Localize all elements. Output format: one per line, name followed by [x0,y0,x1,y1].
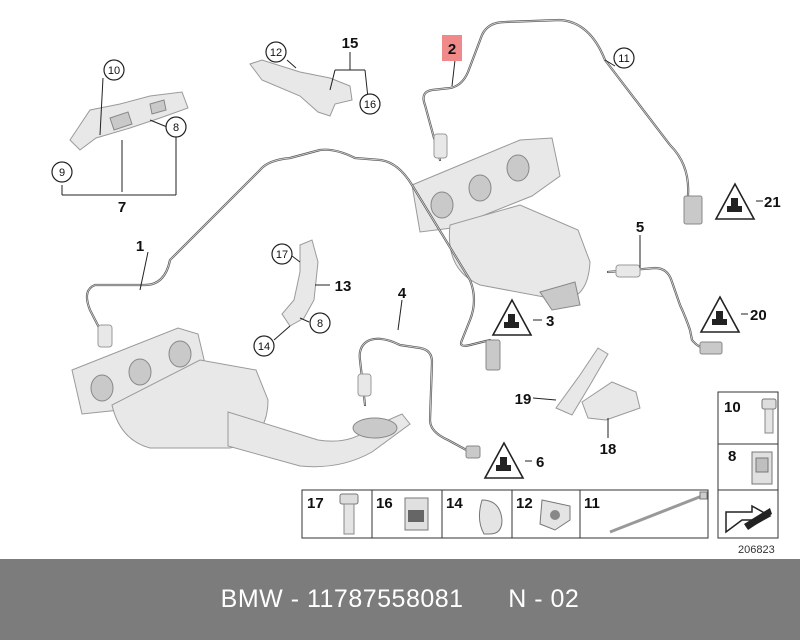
callout-label-14: 14 [258,341,270,353]
arrow-icon [725,504,772,534]
callout-label-9: 9 [59,167,65,179]
callout-label-5: 5 [636,219,644,236]
legend-right-label-1: 8 [728,448,736,465]
footer-bar: BMW - 11787558081 N - 02 [0,559,800,640]
callout-circle-12: 12 [265,41,287,63]
callout-label-11: 11 [618,53,629,65]
callout-circle-10: 10 [103,59,125,81]
callout-circle-9: 9 [51,161,73,183]
callout-label-8b: 8 [317,318,323,330]
cable-tie-icon [609,491,708,534]
highlighted-callout-box [442,35,462,61]
bracket-top [249,59,353,117]
exhaust-manifold-right [411,137,591,311]
grommet-icon [539,499,571,531]
parts-diagram: 2 1 4 5 7 15 13 19 18 10 8 9 12 16 11 17… [51,18,781,556]
callout-circle-17: 17 [271,243,293,265]
callout-label-20: 20 [750,307,767,324]
heat-shield-bracket [69,91,189,151]
clamp-icon [478,499,503,535]
bolt-icon [761,398,777,434]
callout-label-15: 15 [342,35,359,52]
connector-warning-6: 6 [483,441,544,479]
clip-nut-icon [751,451,773,485]
callout-label-1: 1 [136,238,144,255]
callout-label-19: 19 [515,391,532,408]
callout-circle-8b: 8 [309,312,331,334]
oxygen-sensor-5 [606,264,723,355]
callout-label-17: 17 [276,249,288,261]
callout-label-21: 21 [764,194,781,211]
leader-lines [61,52,641,438]
callout-label-3: 3 [546,313,554,330]
callout-label-6: 6 [536,454,544,471]
legend-bottom-label-2: 14 [446,495,463,512]
callout-circle-16: 16 [359,93,381,115]
callout-circle-8a: 8 [165,116,187,138]
bracket-18-19 [555,347,641,421]
legend-bottom-label-3: 12 [516,495,533,512]
legend-bottom-label-0: 17 [307,495,324,512]
callout-label-10: 10 [108,65,120,77]
legend-right-label-0: 10 [724,399,741,416]
connector-warning-21: 21 [714,182,781,220]
oxygen-sensor-1 [85,148,501,371]
oxygen-sensor-4 [357,337,481,459]
callout-label-18: 18 [600,441,617,458]
callout-circle-11: 11 [613,47,635,69]
callout-label-12: 12 [270,47,282,59]
clip-icon [404,497,429,531]
callout-label-8a: 8 [173,122,179,134]
connector-warning-20: 20 [699,295,767,333]
callout-label-2: 2 [448,41,456,58]
legend-right: 10 8 [717,391,779,491]
bracket-centre [281,239,319,327]
hex-bolt-icon [339,493,359,535]
connector-warning-3: 3 [491,298,554,336]
oxygen-sensor-2 [422,18,703,225]
callout-label-13: 13 [335,278,352,295]
legend-bottom: 17 16 14 12 11 [301,489,779,539]
callout-circle-14: 14 [253,335,275,357]
callout-label-7: 7 [118,199,126,216]
footer-text: BMW - 11787558081 N - 02 [220,585,580,613]
legend-bottom-label-1: 16 [376,495,393,512]
exhaust-manifold-left [71,327,411,468]
callout-label-4: 4 [398,285,407,302]
catalog-number: 206823 [738,544,775,556]
callout-label-16: 16 [364,99,376,111]
legend-bottom-label-4: 11 [584,495,600,512]
